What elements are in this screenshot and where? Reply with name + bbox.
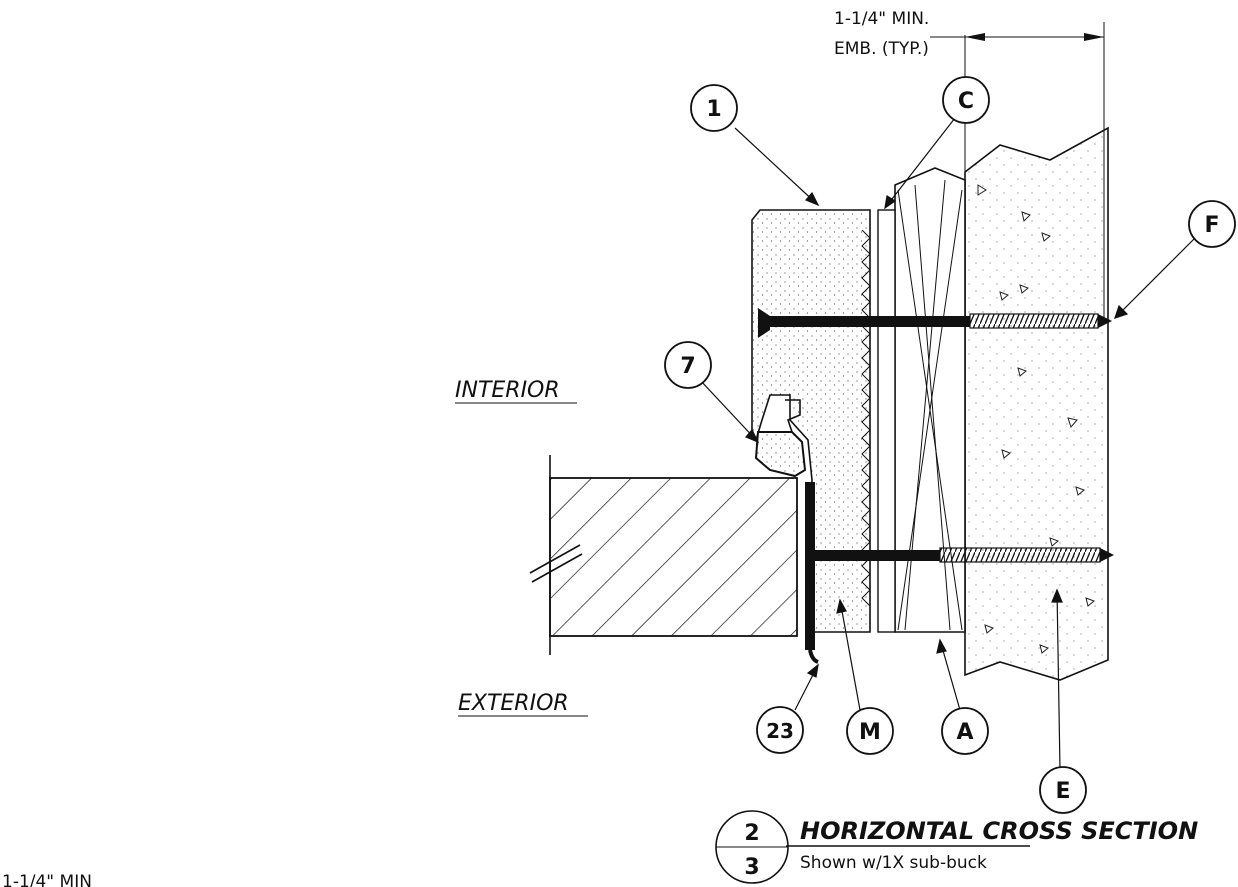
mullion-clip [805, 482, 819, 664]
dimension-arrow-right [1084, 33, 1104, 41]
svg-text:C: C [958, 89, 974, 114]
callout-M: M [846, 707, 894, 755]
aggregate-marks [977, 184, 1095, 654]
callout-F: F [1188, 200, 1236, 248]
title-block: 2 3 HORIZONTAL CROSS SECTION Shown w/1X … [715, 810, 1198, 884]
sheet-number: 3 [744, 855, 759, 880]
callout-E: E [1039, 766, 1087, 814]
embedment-dimension: 1-1/4" MIN. EMB. (TYP.) [834, 9, 1105, 318]
sealant-strip [877, 209, 896, 633]
callout-7: 7 [664, 341, 712, 389]
cropped-dimension-text: 1-1/4" MIN [2, 872, 92, 887]
callout-C: C [942, 76, 990, 124]
svg-text:A: A [956, 720, 973, 745]
weatherstrip-gasket [754, 399, 807, 478]
callout-1: 1 [690, 84, 738, 132]
dimension-arrow-left [965, 33, 985, 41]
sash-section [529, 455, 798, 655]
exterior-label: EXTERIOR [458, 691, 569, 716]
frame-serrations [861, 229, 871, 607]
callout-A: A [941, 707, 989, 755]
leader-lines [699, 117, 1196, 771]
upper-fastener [758, 308, 1112, 338]
detail-number: 2 [744, 821, 759, 846]
break-line-2 [531, 553, 583, 583]
svg-text:M: M [859, 720, 881, 745]
wood-sub-buck [894, 167, 966, 633]
interior-label: INTERIOR [455, 378, 560, 403]
detail-subtitle: Shown w/1X sub-buck [800, 853, 987, 873]
detail-title: HORIZONTAL CROSS SECTION [800, 817, 1198, 845]
concrete-wall [964, 126, 1109, 681]
dimension-label-line2: EMB. (TYP.) [834, 39, 929, 59]
svg-text:E: E [1055, 779, 1070, 804]
svg-text:F: F [1204, 213, 1219, 238]
lower-fastener [815, 547, 1114, 563]
callout-23: 23 [756, 706, 804, 754]
svg-text:23: 23 [766, 719, 794, 743]
svg-text:7: 7 [680, 354, 695, 379]
svg-text:1: 1 [706, 97, 721, 122]
break-line-1 [529, 544, 581, 574]
dimension-label-line1: 1-1/4" MIN. [834, 9, 929, 29]
